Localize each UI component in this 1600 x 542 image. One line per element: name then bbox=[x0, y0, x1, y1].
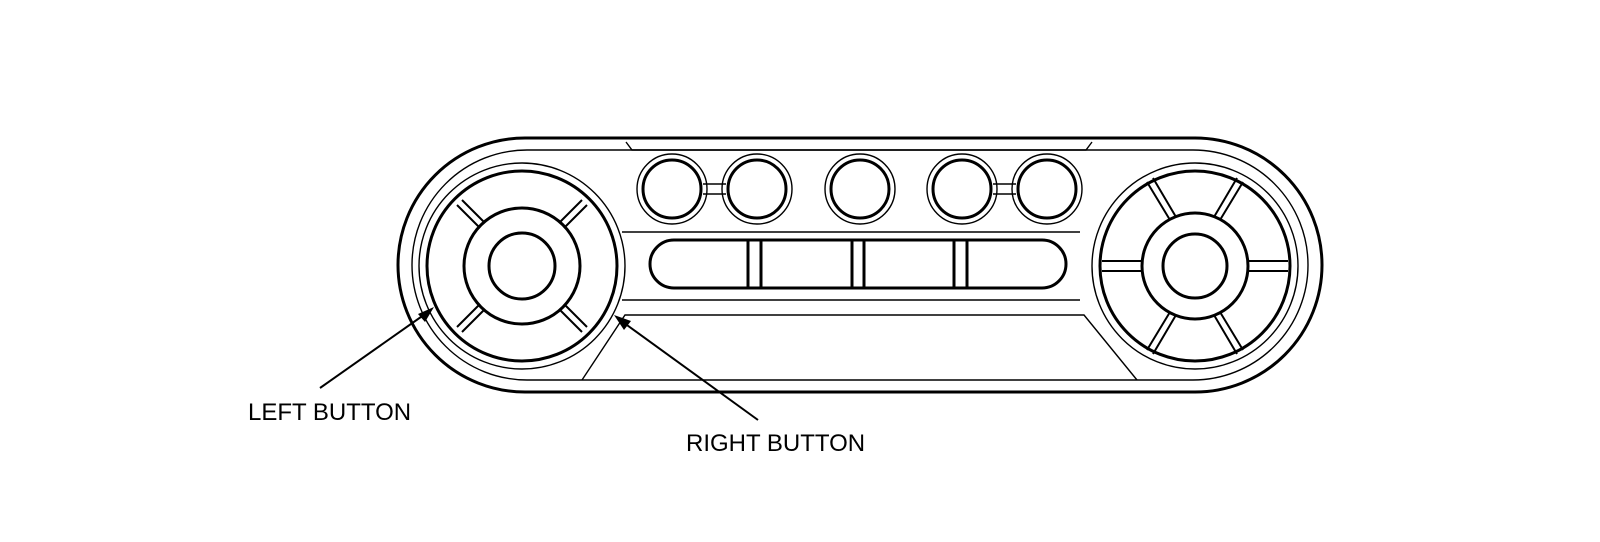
round-button-1 bbox=[636, 153, 708, 225]
arrowhead-right bbox=[614, 315, 631, 330]
left-dial-center-knob bbox=[487, 231, 557, 301]
spoke-left bbox=[1102, 260, 1142, 272]
segment-gap-bottom-right bbox=[558, 303, 588, 333]
round-button-4 bbox=[926, 153, 998, 225]
housing-inner-outline bbox=[411, 149, 1309, 381]
round-button-2 bbox=[721, 153, 793, 225]
left-dial-bezel bbox=[418, 162, 626, 370]
round-button-3 bbox=[824, 153, 896, 225]
leader-line-left bbox=[319, 311, 429, 389]
spoke-right bbox=[1248, 260, 1288, 272]
display-outline bbox=[581, 314, 1138, 381]
callout-label-right: RIGHT BUTTON bbox=[686, 430, 865, 457]
arrowhead-left bbox=[418, 307, 434, 322]
spoke-bottom-right bbox=[1213, 311, 1244, 355]
segment-gap-top-left bbox=[456, 199, 486, 229]
housing-outer-outline bbox=[396, 136, 1324, 394]
callout-label-left: LEFT BUTTON bbox=[248, 399, 411, 426]
right-dial-outer-ring bbox=[1098, 169, 1292, 363]
spoke-top-left bbox=[1146, 177, 1177, 221]
round-button-row bbox=[636, 153, 1083, 225]
segment-gap-top-right bbox=[558, 199, 588, 229]
callout-leaders bbox=[319, 307, 759, 421]
rect-button-dividers bbox=[746, 240, 969, 288]
button-connector-right bbox=[993, 183, 1016, 195]
panel-housing bbox=[396, 136, 1324, 394]
rect-button-strip-outline bbox=[648, 238, 1068, 290]
spoke-bottom-left bbox=[1146, 311, 1177, 355]
rect-button-strip bbox=[622, 231, 1080, 301]
button-connector-left bbox=[703, 183, 726, 195]
right-dial-center-knob bbox=[1161, 232, 1229, 300]
spoke-top-right bbox=[1213, 177, 1244, 221]
left-dial-segment-gaps bbox=[456, 199, 588, 333]
top-ridge bbox=[625, 141, 1093, 151]
leader-line-right bbox=[619, 319, 759, 421]
strip-surround bbox=[622, 231, 1080, 301]
right-dial bbox=[1091, 162, 1299, 370]
right-dial-bezel bbox=[1091, 162, 1299, 370]
right-dial-spokes bbox=[1102, 177, 1288, 355]
segment-gap-bottom-left bbox=[456, 303, 486, 333]
right-dial-middle-ring bbox=[1140, 211, 1250, 321]
left-dial-middle-ring bbox=[462, 206, 582, 326]
round-button-5 bbox=[1011, 153, 1083, 225]
left-dial-outer-ring bbox=[425, 169, 619, 363]
left-dial bbox=[418, 162, 626, 370]
display-area bbox=[581, 314, 1138, 381]
